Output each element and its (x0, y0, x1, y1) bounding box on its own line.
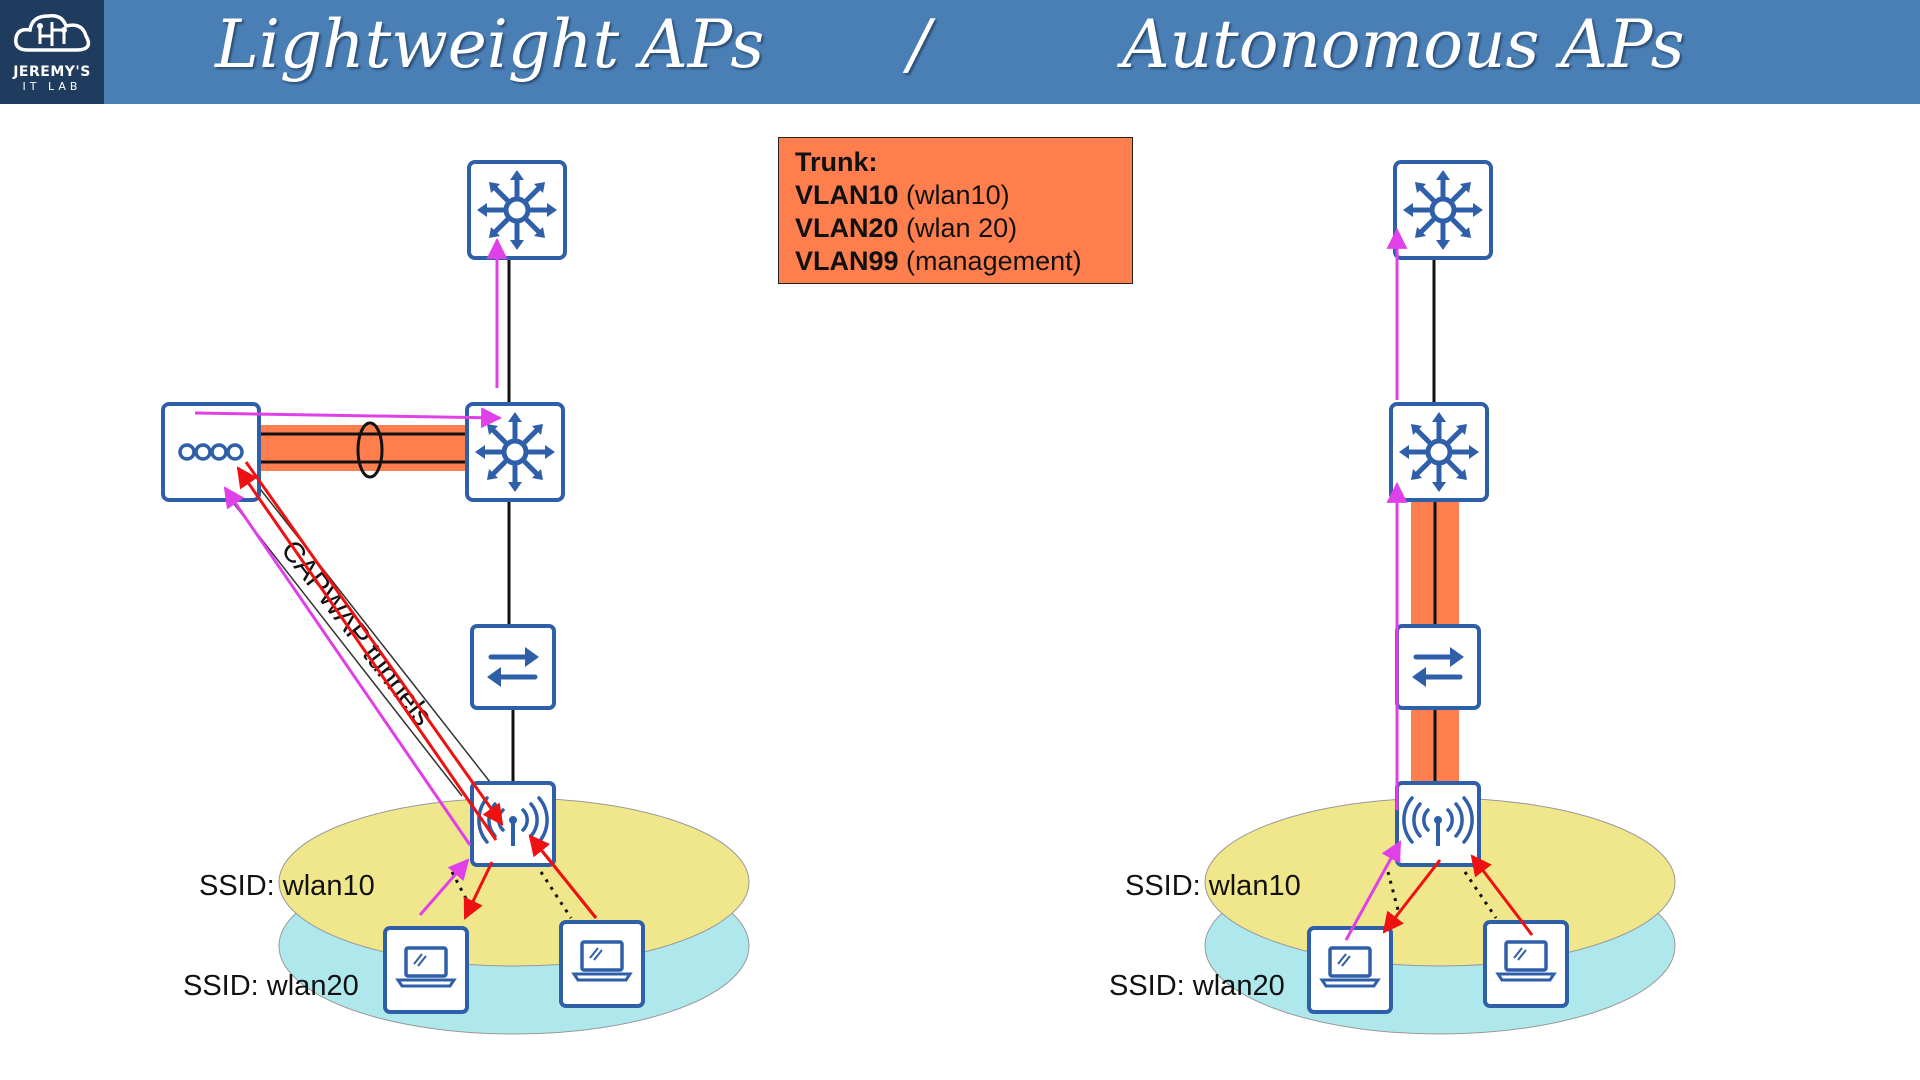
distribution-multilayer-switch-icon-right (1391, 404, 1487, 500)
client-laptop-wlan20-icon (559, 920, 645, 1008)
trunk-desc-2: (wlan 20) (906, 213, 1018, 243)
client-laptop-wlan20-icon-right (1483, 920, 1569, 1008)
trunk-vlan-2: VLAN20 (795, 213, 899, 243)
logo-text-line1: JEREMY'S (13, 64, 91, 80)
logo-text-line2: IT LAB (22, 80, 82, 93)
wireless-lan-controller-icon (161, 402, 261, 502)
right-ssid-wlan10-label: SSID: wlan10 (1125, 870, 1301, 902)
etherchannel-oval (356, 421, 384, 479)
left-ssid-wlan20-label: SSID: wlan20 (183, 970, 359, 1002)
core-multilayer-switch-icon-right (1395, 162, 1491, 258)
client-laptop-wlan10-icon-right (1307, 926, 1393, 1014)
capwap-tunnels-label: CAPWAP tunnels (274, 535, 438, 733)
right-diagram (1204, 162, 1676, 1035)
autonomous-ap-icon (1395, 781, 1481, 867)
trunk-vlan-1: VLAN10 (795, 180, 899, 210)
access-switch-icon (472, 626, 554, 708)
title-autonomous-aps: Autonomous APs (1122, 6, 1685, 83)
cloud-brain-icon (14, 13, 91, 52)
core-multilayer-switch-icon (469, 162, 565, 258)
left-ssid-wlan10-label: SSID: wlan10 (199, 870, 375, 902)
jeremys-it-lab-logo: JEREMY'S IT LAB (0, 0, 104, 104)
title-lightweight-aps: Lightweight APs (215, 6, 765, 83)
access-switch-icon-right (1397, 626, 1479, 708)
header-bar: JEREMY'S IT LAB Lightweight APs / Autono… (0, 0, 1920, 104)
left-diagram: CAPWAP tunnels (161, 162, 750, 1035)
trunk-desc-3: (management) (906, 246, 1082, 276)
right-ssid-wlan20-label: SSID: wlan20 (1109, 970, 1285, 1002)
client-laptop-wlan10-icon (383, 926, 469, 1014)
title-separator: / (908, 6, 931, 83)
trunk-title: Trunk: (795, 147, 878, 177)
trunk-vlan-callout: Trunk: VLAN10 (wlan10) VLAN20 (wlan 20) … (778, 137, 1133, 284)
wlc-trunk-etherchannel (259, 425, 467, 471)
trunk-desc-1: (wlan10) (906, 180, 1010, 210)
trunk-vlan-3: VLAN99 (795, 246, 899, 276)
